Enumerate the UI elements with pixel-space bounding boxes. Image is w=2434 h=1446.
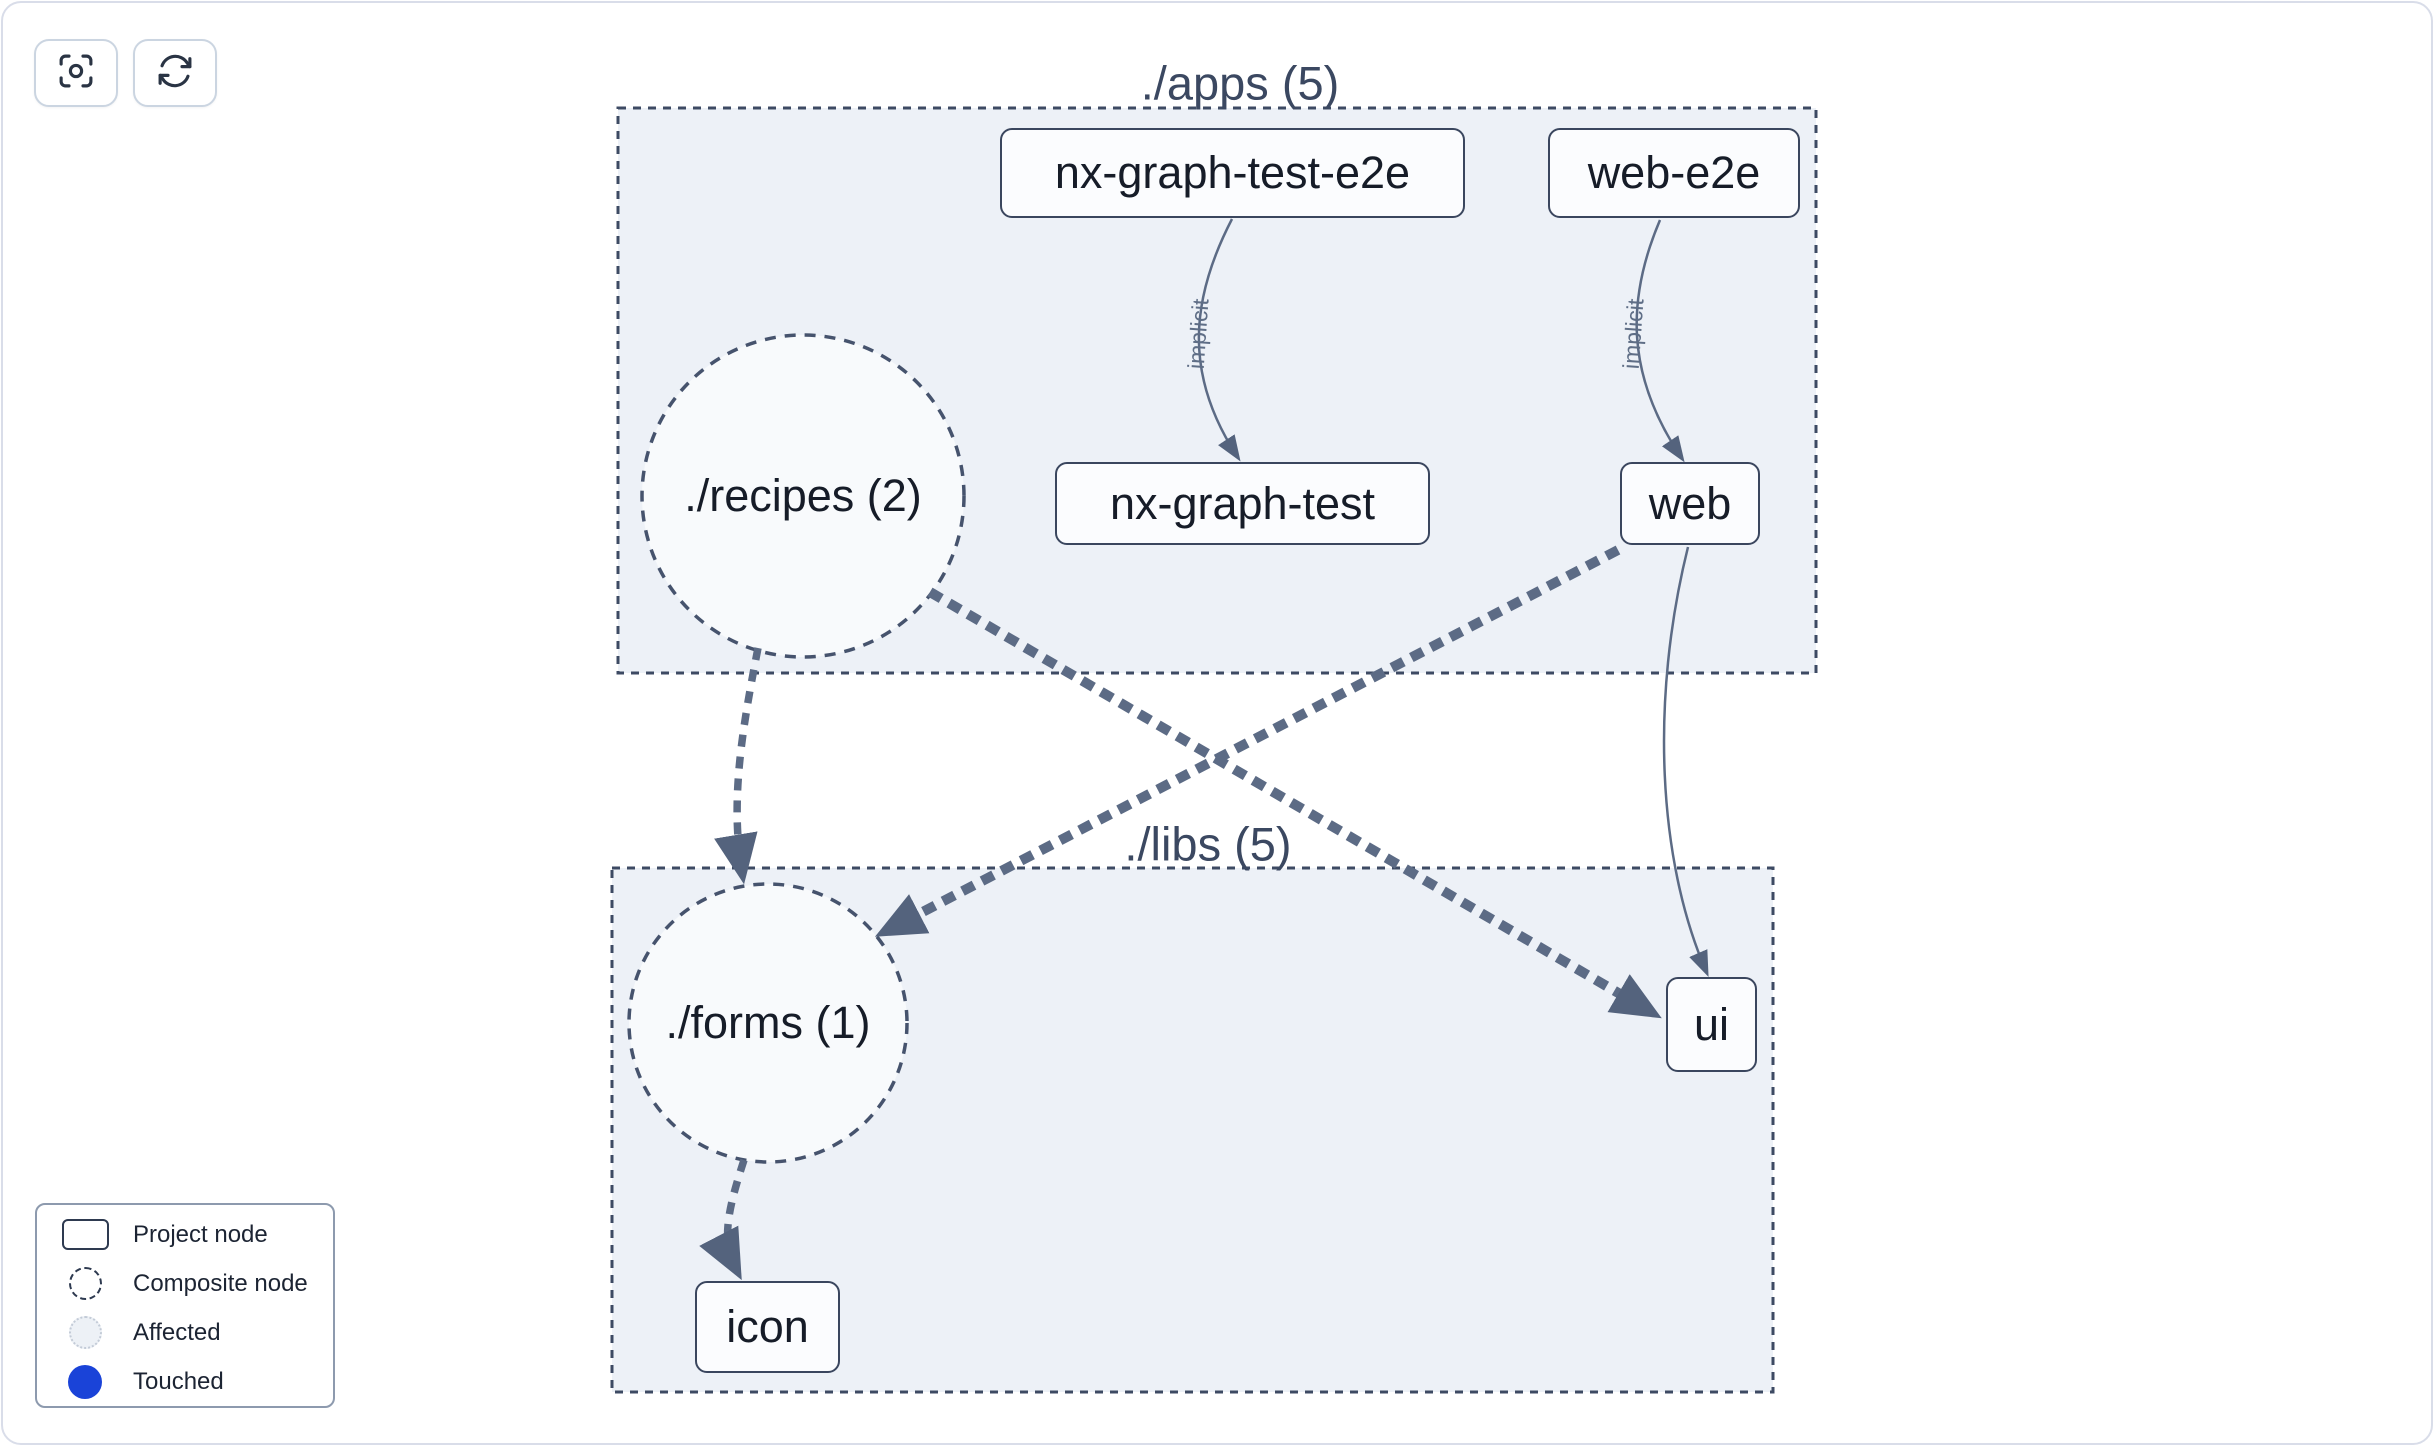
project-node-web-e2e[interactable]: web-e2e	[1548, 128, 1800, 218]
legend: Project node Composite node Affected Tou…	[35, 1203, 335, 1408]
project-node-nx-graph-test-e2e[interactable]: nx-graph-test-e2e	[1000, 128, 1465, 218]
legend-item-touched: Touched	[37, 1357, 333, 1406]
touched-swatch	[68, 1364, 102, 1399]
legend-item-project-node: Project node	[37, 1210, 333, 1259]
focus-icon	[55, 50, 97, 97]
edge-label-implicit-1: implicit	[1183, 297, 1214, 370]
legend-item-composite-node: Composite node	[37, 1259, 333, 1308]
project-node-nx-graph-test[interactable]: nx-graph-test	[1055, 462, 1430, 545]
legend-label: Affected	[133, 1318, 221, 1346]
group-label-libs: ./libs (5)	[1124, 817, 1292, 871]
edge-web-to-forms	[874, 545, 1621, 937]
project-node-icon[interactable]: icon	[695, 1281, 840, 1373]
refresh-graph-button[interactable]	[133, 39, 217, 107]
edge-web-to-ui	[1662, 546, 1709, 977]
project-node-web[interactable]: web	[1620, 462, 1760, 545]
composite-node-forms[interactable]	[627, 882, 909, 1164]
edge-label-implicit-2: implicit	[1618, 297, 1649, 370]
edge-recipes-to-forms	[714, 647, 762, 885]
edge-forms-to-icon	[699, 1158, 748, 1281]
legend-label: Touched	[133, 1367, 224, 1395]
project-node-ui[interactable]: ui	[1666, 977, 1757, 1072]
refresh-icon	[154, 50, 196, 97]
legend-label: Composite node	[133, 1269, 308, 1297]
project-node-swatch	[61, 1219, 109, 1250]
edge-nx-graph-test-e2e-to-nx-graph-test	[1197, 218, 1241, 462]
legend-label: Project node	[133, 1220, 268, 1248]
center-graph-button[interactable]	[34, 39, 118, 107]
affected-swatch	[68, 1316, 102, 1349]
edge-web-e2e-to-web	[1635, 219, 1685, 463]
legend-item-affected: Affected	[37, 1308, 333, 1357]
group-label-apps: ./apps (5)	[1140, 56, 1340, 110]
composite-node-recipes[interactable]	[640, 333, 966, 659]
edge-recipes-to-ui	[927, 587, 1662, 1019]
composite-node-swatch	[68, 1267, 102, 1300]
